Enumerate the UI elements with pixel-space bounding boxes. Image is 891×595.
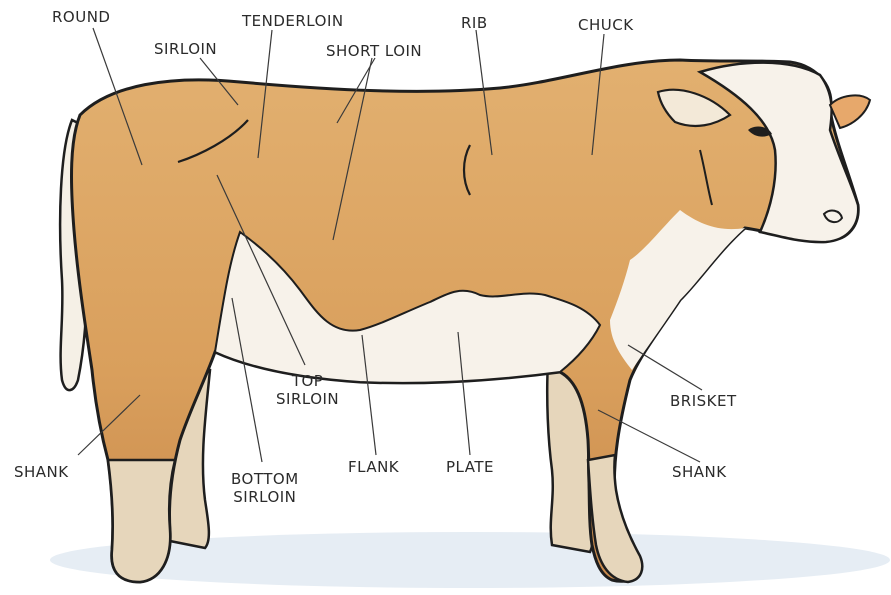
label-chuck: CHUCK — [578, 16, 634, 34]
label-bottom-sirloin: BOTTOM SIRLOIN — [231, 470, 299, 506]
hind-leg-near-lower — [108, 460, 175, 582]
label-round: ROUND — [52, 8, 110, 26]
leader-brisket — [628, 345, 702, 390]
horn-ear-right — [830, 95, 870, 128]
label-bottom-sirloin-line2: SIRLOIN — [231, 488, 299, 506]
label-shank-rear: SHANK — [14, 463, 69, 481]
label-brisket: BRISKET — [670, 392, 737, 410]
label-rib: RIB — [461, 14, 488, 32]
label-plate: PLATE — [446, 458, 494, 476]
label-tenderloin: TENDERLOIN — [242, 12, 344, 30]
label-top-sirloin-line1: TOP — [276, 372, 339, 390]
label-shank-front: SHANK — [672, 463, 727, 481]
label-flank: FLANK — [348, 458, 399, 476]
label-top-sirloin-line2: SIRLOIN — [276, 390, 339, 408]
label-short-loin: SHORT LOIN — [326, 42, 422, 60]
label-sirloin: SIRLOIN — [154, 40, 217, 58]
label-bottom-sirloin-line1: BOTTOM — [231, 470, 299, 488]
label-top-sirloin: TOP SIRLOIN — [276, 372, 339, 408]
